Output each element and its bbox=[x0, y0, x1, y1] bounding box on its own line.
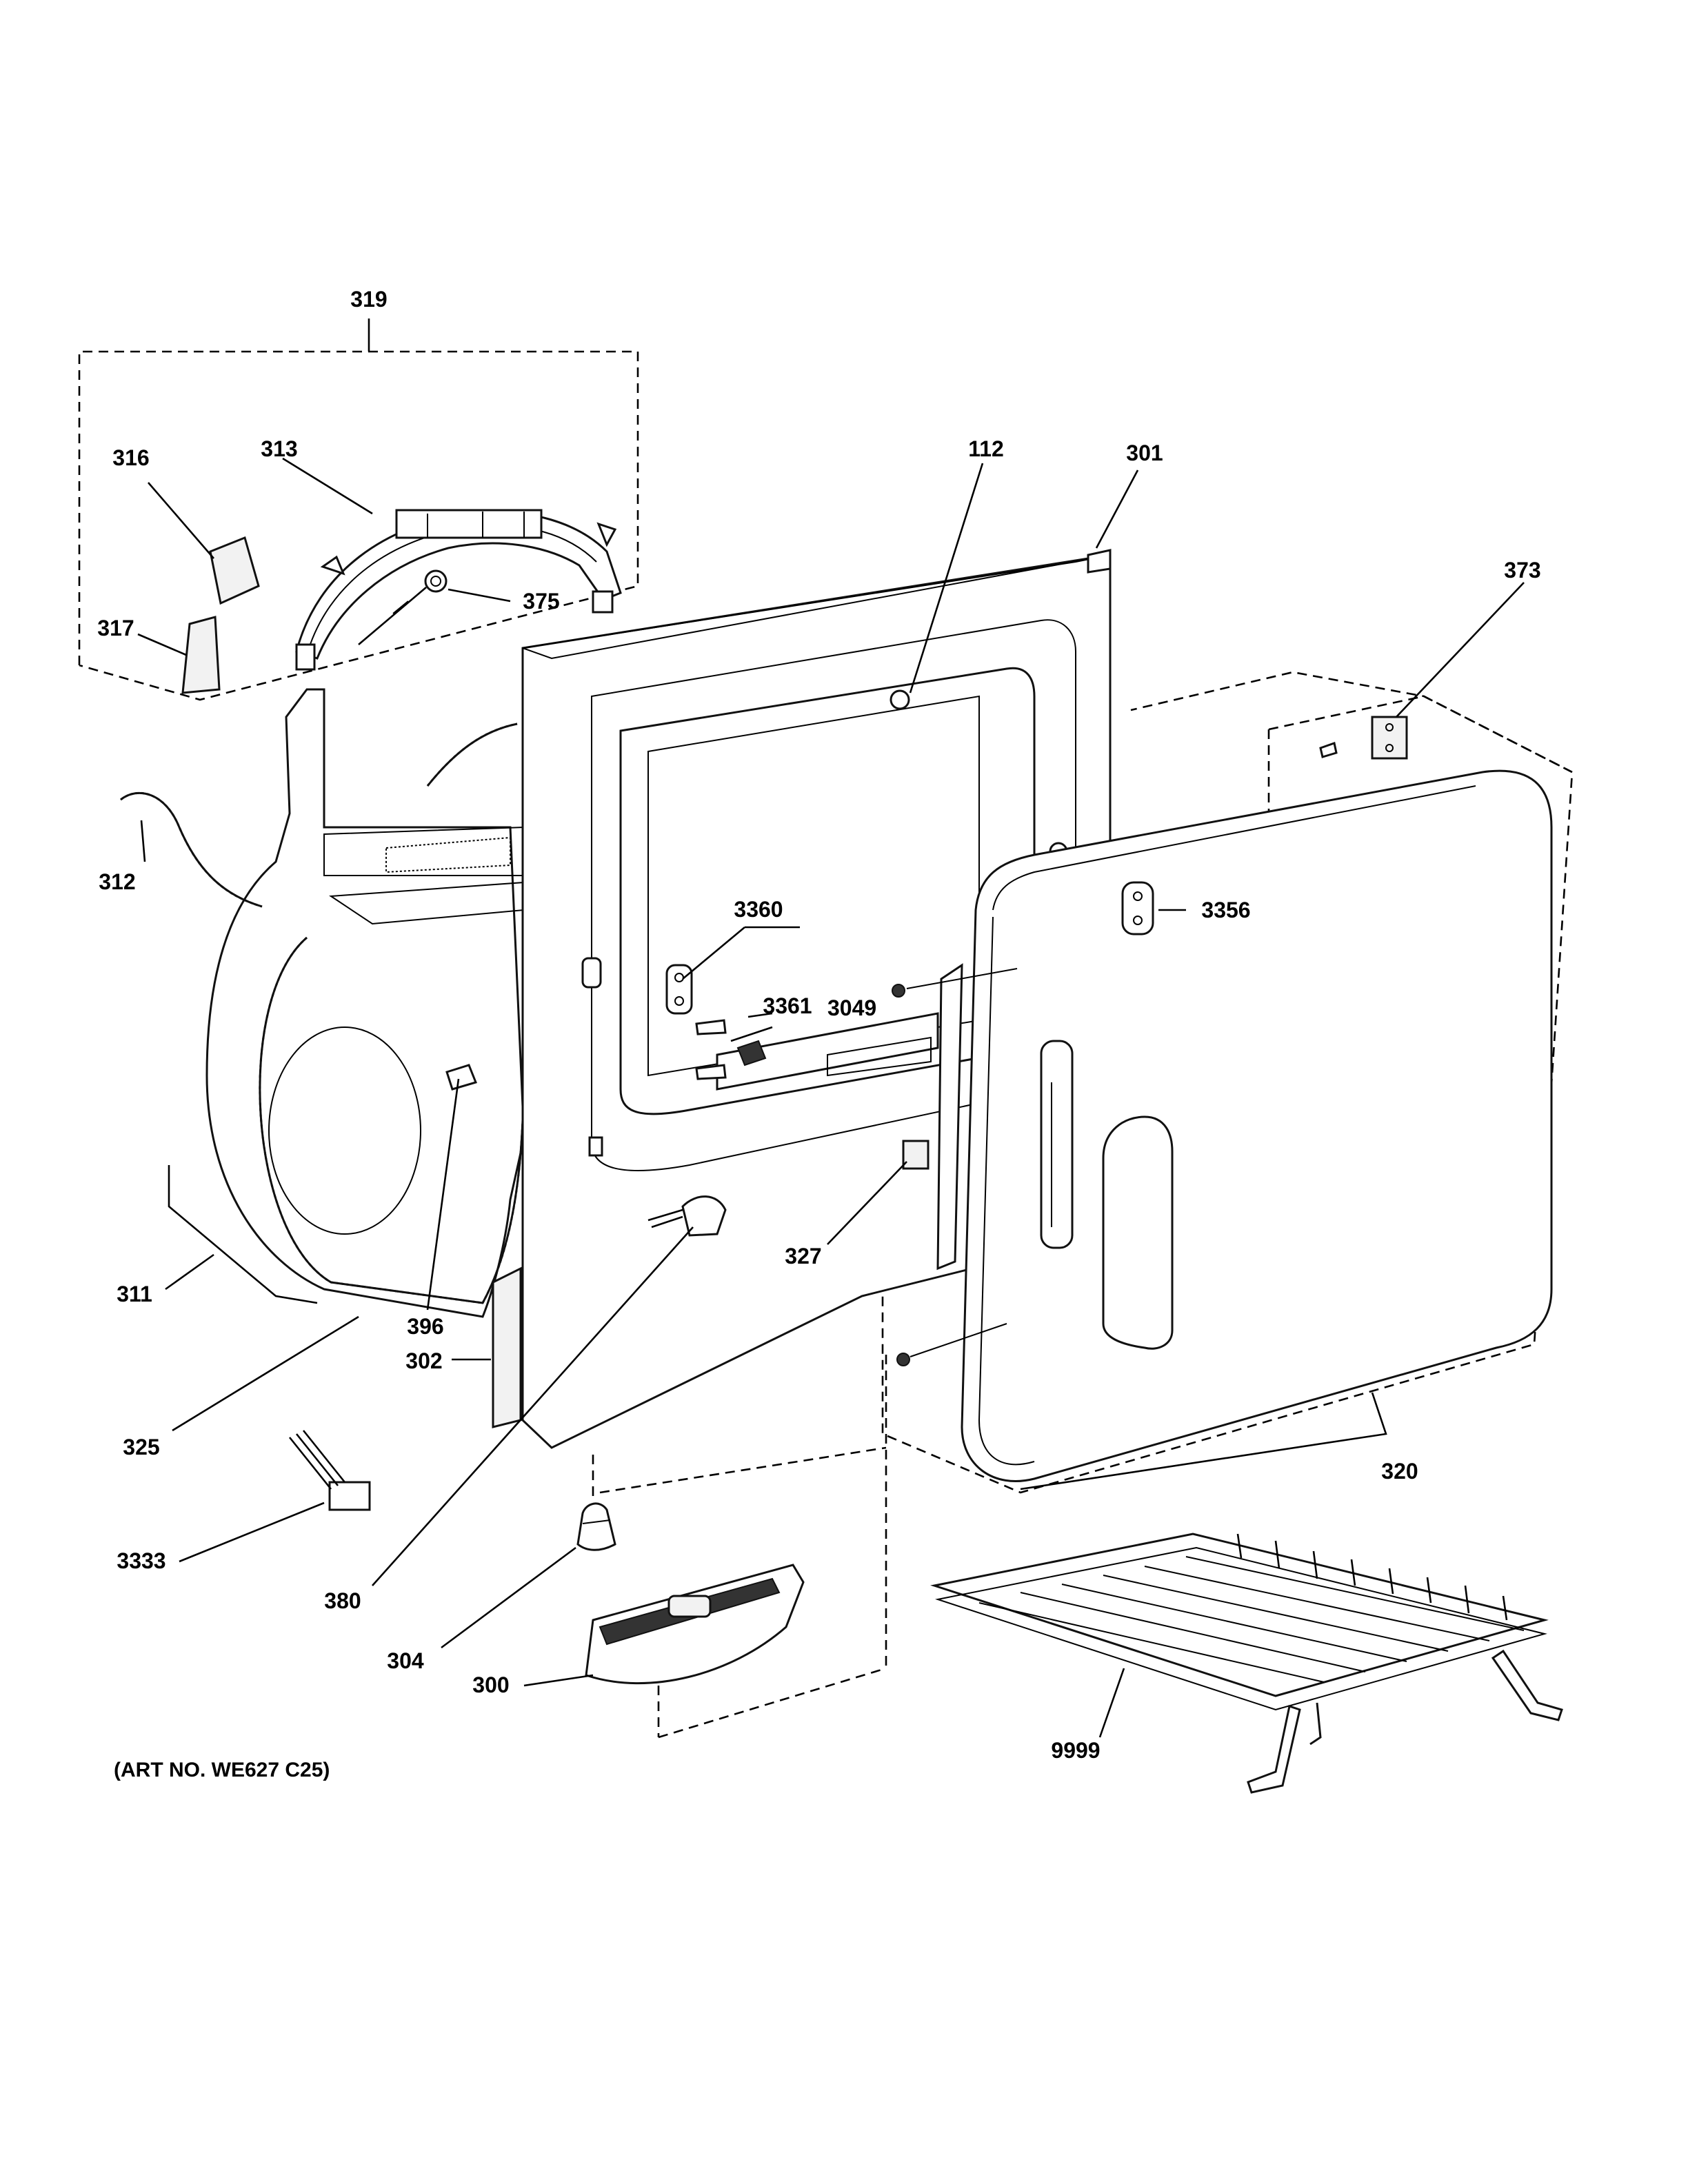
callout-304: 304 bbox=[387, 1648, 424, 1673]
callout-labels: 319 316 313 375 317 112 301 373 312 3360… bbox=[97, 287, 1540, 1763]
callout-301: 301 bbox=[1126, 441, 1163, 465]
callout-3049: 3049 bbox=[827, 995, 876, 1020]
screw-3361 bbox=[695, 1019, 727, 1080]
assembly-319-dashed-outline bbox=[78, 318, 639, 701]
callout-313: 313 bbox=[261, 436, 297, 461]
blower-housing-313 bbox=[295, 509, 622, 671]
hinge-bracket-3360 bbox=[665, 964, 693, 1015]
label-316 bbox=[209, 536, 260, 605]
drying-rack-9999 bbox=[930, 1533, 1563, 1794]
front-bulkhead-311 bbox=[205, 688, 525, 1318]
hinge-373 bbox=[1319, 716, 1408, 760]
alignment-dashes bbox=[592, 1355, 887, 1739]
callout-316: 316 bbox=[112, 445, 149, 470]
callout-3356: 3356 bbox=[1201, 898, 1250, 922]
label-317 bbox=[181, 616, 221, 694]
wire-harness-3333 bbox=[288, 1430, 371, 1511]
door-screws bbox=[892, 968, 1018, 1366]
cover-302 bbox=[492, 1266, 522, 1428]
callout-300: 300 bbox=[472, 1672, 509, 1697]
callout-312: 312 bbox=[99, 869, 135, 894]
callout-380: 380 bbox=[324, 1588, 361, 1613]
latch-3049 bbox=[736, 1040, 767, 1066]
callout-302: 302 bbox=[405, 1348, 442, 1373]
door-320 bbox=[936, 769, 1553, 1482]
gasket-312 bbox=[120, 791, 263, 908]
callout-3333: 3333 bbox=[117, 1548, 165, 1573]
leader-lines bbox=[137, 457, 1525, 1738]
bracket-112 bbox=[890, 689, 910, 710]
foot-304 bbox=[576, 1502, 616, 1551]
callout-325: 325 bbox=[123, 1435, 159, 1459]
callout-320: 320 bbox=[1381, 1459, 1418, 1484]
callout-327: 327 bbox=[785, 1244, 821, 1268]
callout-375: 375 bbox=[523, 589, 559, 614]
art-number: (ART NO. WE627 C25) bbox=[114, 1759, 330, 1781]
callout-319: 319 bbox=[350, 287, 387, 312]
callout-396: 396 bbox=[407, 1314, 443, 1339]
callout-311: 311 bbox=[117, 1282, 152, 1306]
callout-112: 112 bbox=[968, 436, 1004, 461]
sensor-375 bbox=[358, 569, 448, 645]
sensor-380 bbox=[647, 1195, 727, 1237]
callout-3360: 3360 bbox=[734, 897, 783, 922]
callout-317: 317 bbox=[97, 616, 134, 640]
callout-373: 373 bbox=[1504, 558, 1540, 583]
switch-327 bbox=[902, 1140, 930, 1170]
callout-3361: 3361 bbox=[763, 993, 812, 1018]
front-panel-301 bbox=[521, 549, 1112, 1449]
callout-9999: 9999 bbox=[1051, 1738, 1100, 1763]
lint-filter-300 bbox=[585, 1564, 805, 1685]
door-strike-3356 bbox=[1121, 881, 1154, 936]
clip-396 bbox=[445, 1064, 478, 1091]
